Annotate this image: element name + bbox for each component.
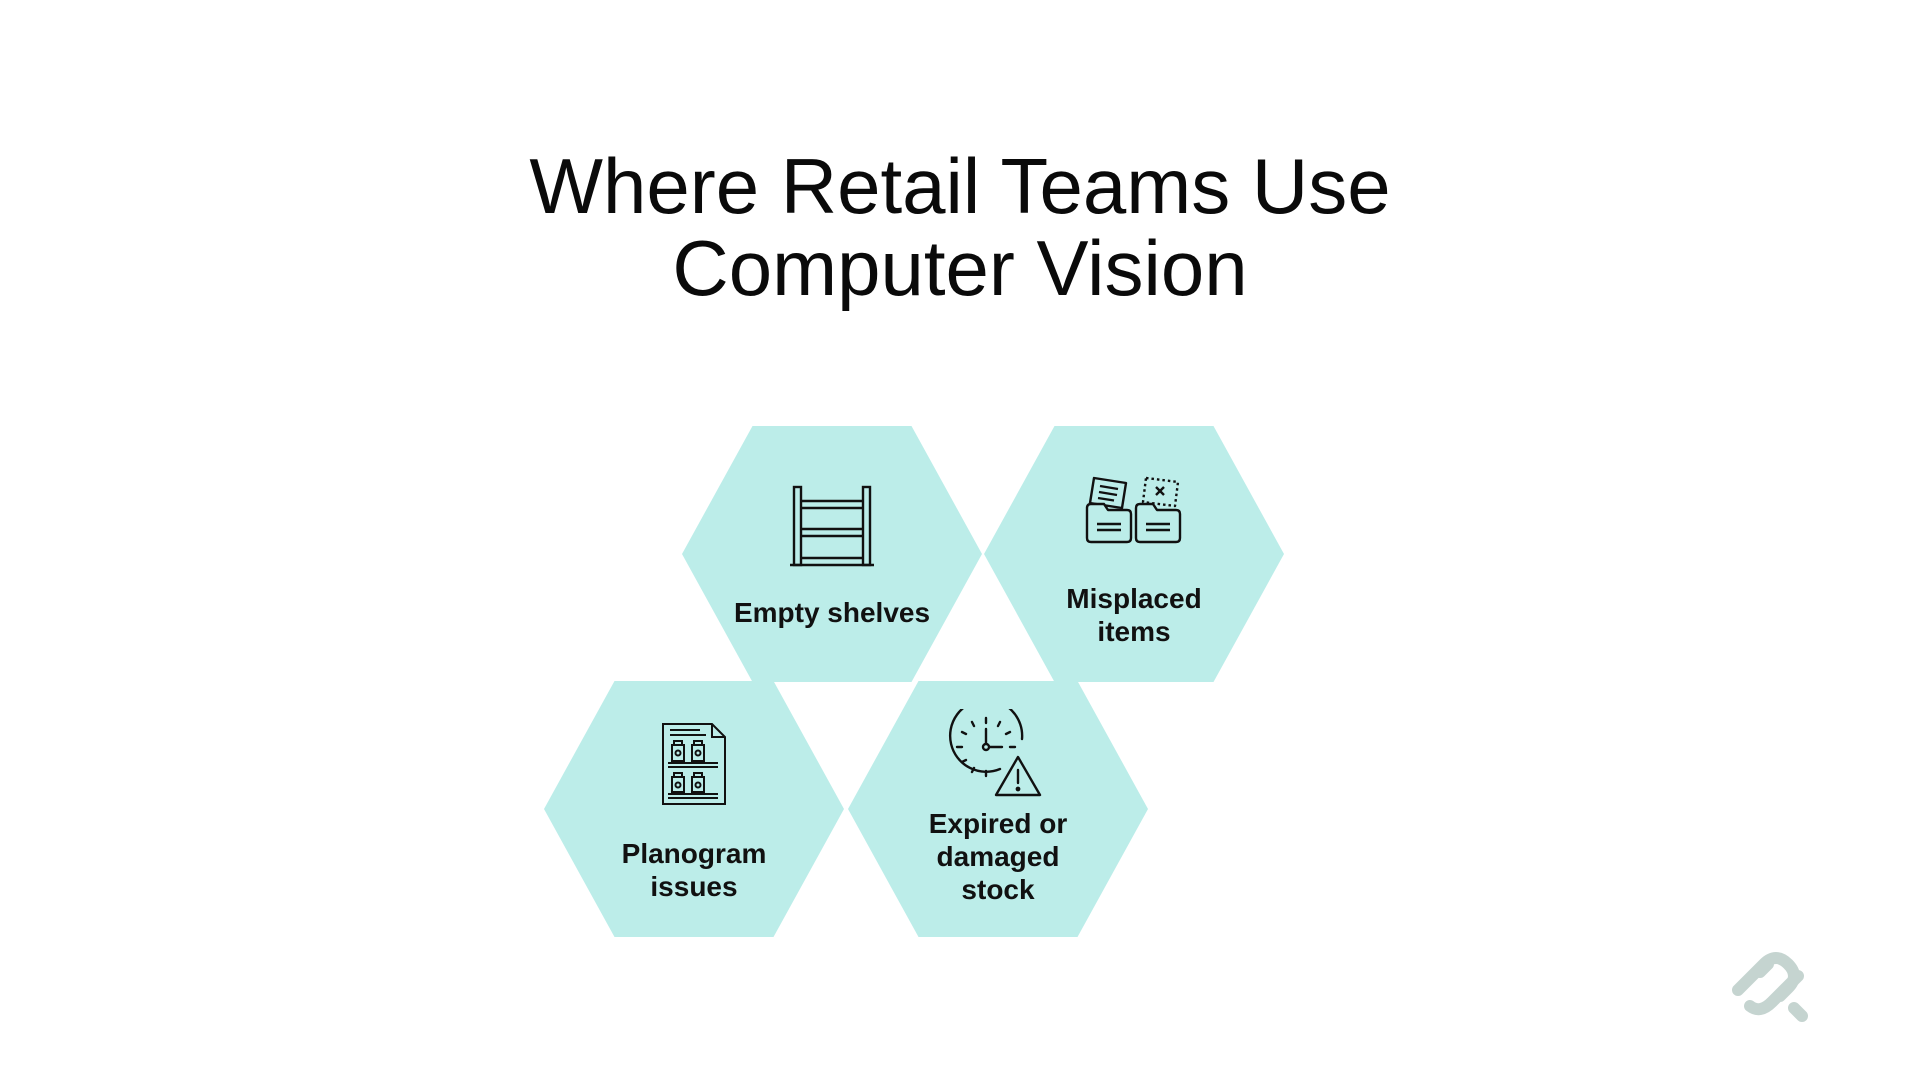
hexagon-empty-shelves: Empty shelves	[682, 426, 982, 682]
hexagon-label: Misplaced items	[1066, 583, 1202, 647]
hexagon-label: Expired or damaged stock	[928, 808, 1068, 905]
hexagon-label: Empty shelves	[733, 597, 931, 628]
hexagon-expired-damaged-stock: Expired or damaged stock	[848, 681, 1148, 937]
hexagon-misplaced-items: Misplaced items	[984, 426, 1284, 682]
shelf-icon	[682, 484, 982, 568]
title-line-1: Where Retail Teams Use	[529, 142, 1391, 230]
hexagon-planogram-issues: Planogram issues	[544, 681, 844, 937]
brand-logo-icon	[1720, 930, 1816, 1031]
hexagon-label: Planogram issues	[621, 838, 767, 902]
page-title: Where Retail Teams Use Computer Vision	[0, 145, 1920, 309]
misplaced-folders-icon	[984, 474, 1284, 544]
title-line-2: Computer Vision	[672, 224, 1248, 312]
planogram-icon	[544, 721, 844, 807]
clock-warning-icon	[848, 709, 1148, 801]
